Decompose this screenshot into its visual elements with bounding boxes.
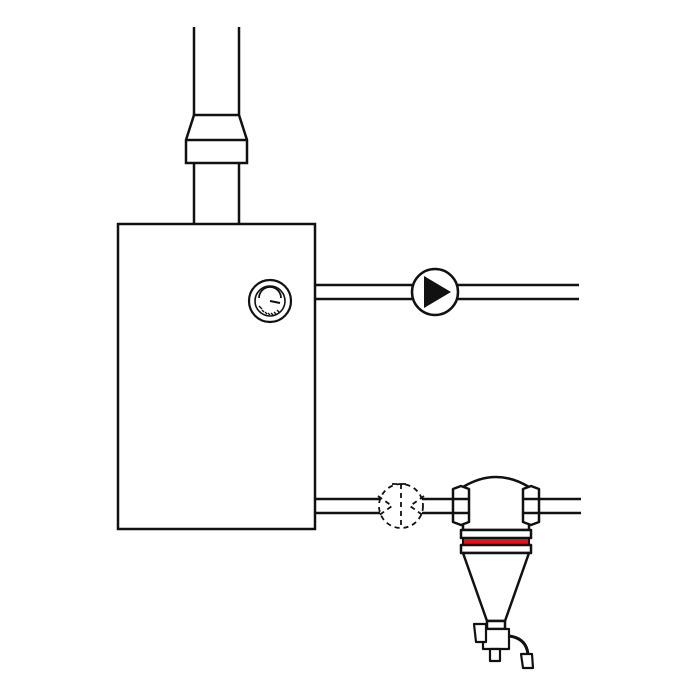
filter-right-connector: [521, 484, 541, 527]
pressure-gauge-ticks: [258, 305, 280, 316]
drain-valve-handle-left: [472, 622, 488, 644]
magnetic-filter: [451, 475, 541, 631]
filter-left-connector: [451, 484, 471, 527]
boiler: [116, 222, 317, 531]
flue-pipe: [184, 27, 249, 224]
isolation-valve-right-wedge: [408, 495, 425, 517]
drain-valve-outlet: [488, 647, 502, 663]
pressure-gauge-outer-ring: [247, 278, 293, 324]
filter-head: [461, 475, 531, 532]
drain-valve-hose: [508, 634, 530, 655]
pressure-gauge-arc: [258, 286, 282, 299]
filter-drain-neck: [485, 619, 507, 631]
filter-neck: [459, 528, 533, 540]
isolation-valve: [377, 483, 425, 529]
circulation-pump: [410, 267, 460, 317]
return-pipe: [315, 497, 581, 515]
circulation-pump-direction-icon: [424, 276, 451, 308]
isolation-valve-left-wedge: [377, 495, 394, 517]
pressure-gauge: [247, 278, 293, 324]
flow-pipe: [315, 283, 579, 301]
drain-valve: [472, 622, 535, 670]
pressure-gauge-dial: [254, 285, 286, 317]
drain-valve-cap: [519, 652, 535, 670]
pressure-gauge-needle: [269, 300, 281, 304]
filter-cone: [461, 551, 531, 623]
